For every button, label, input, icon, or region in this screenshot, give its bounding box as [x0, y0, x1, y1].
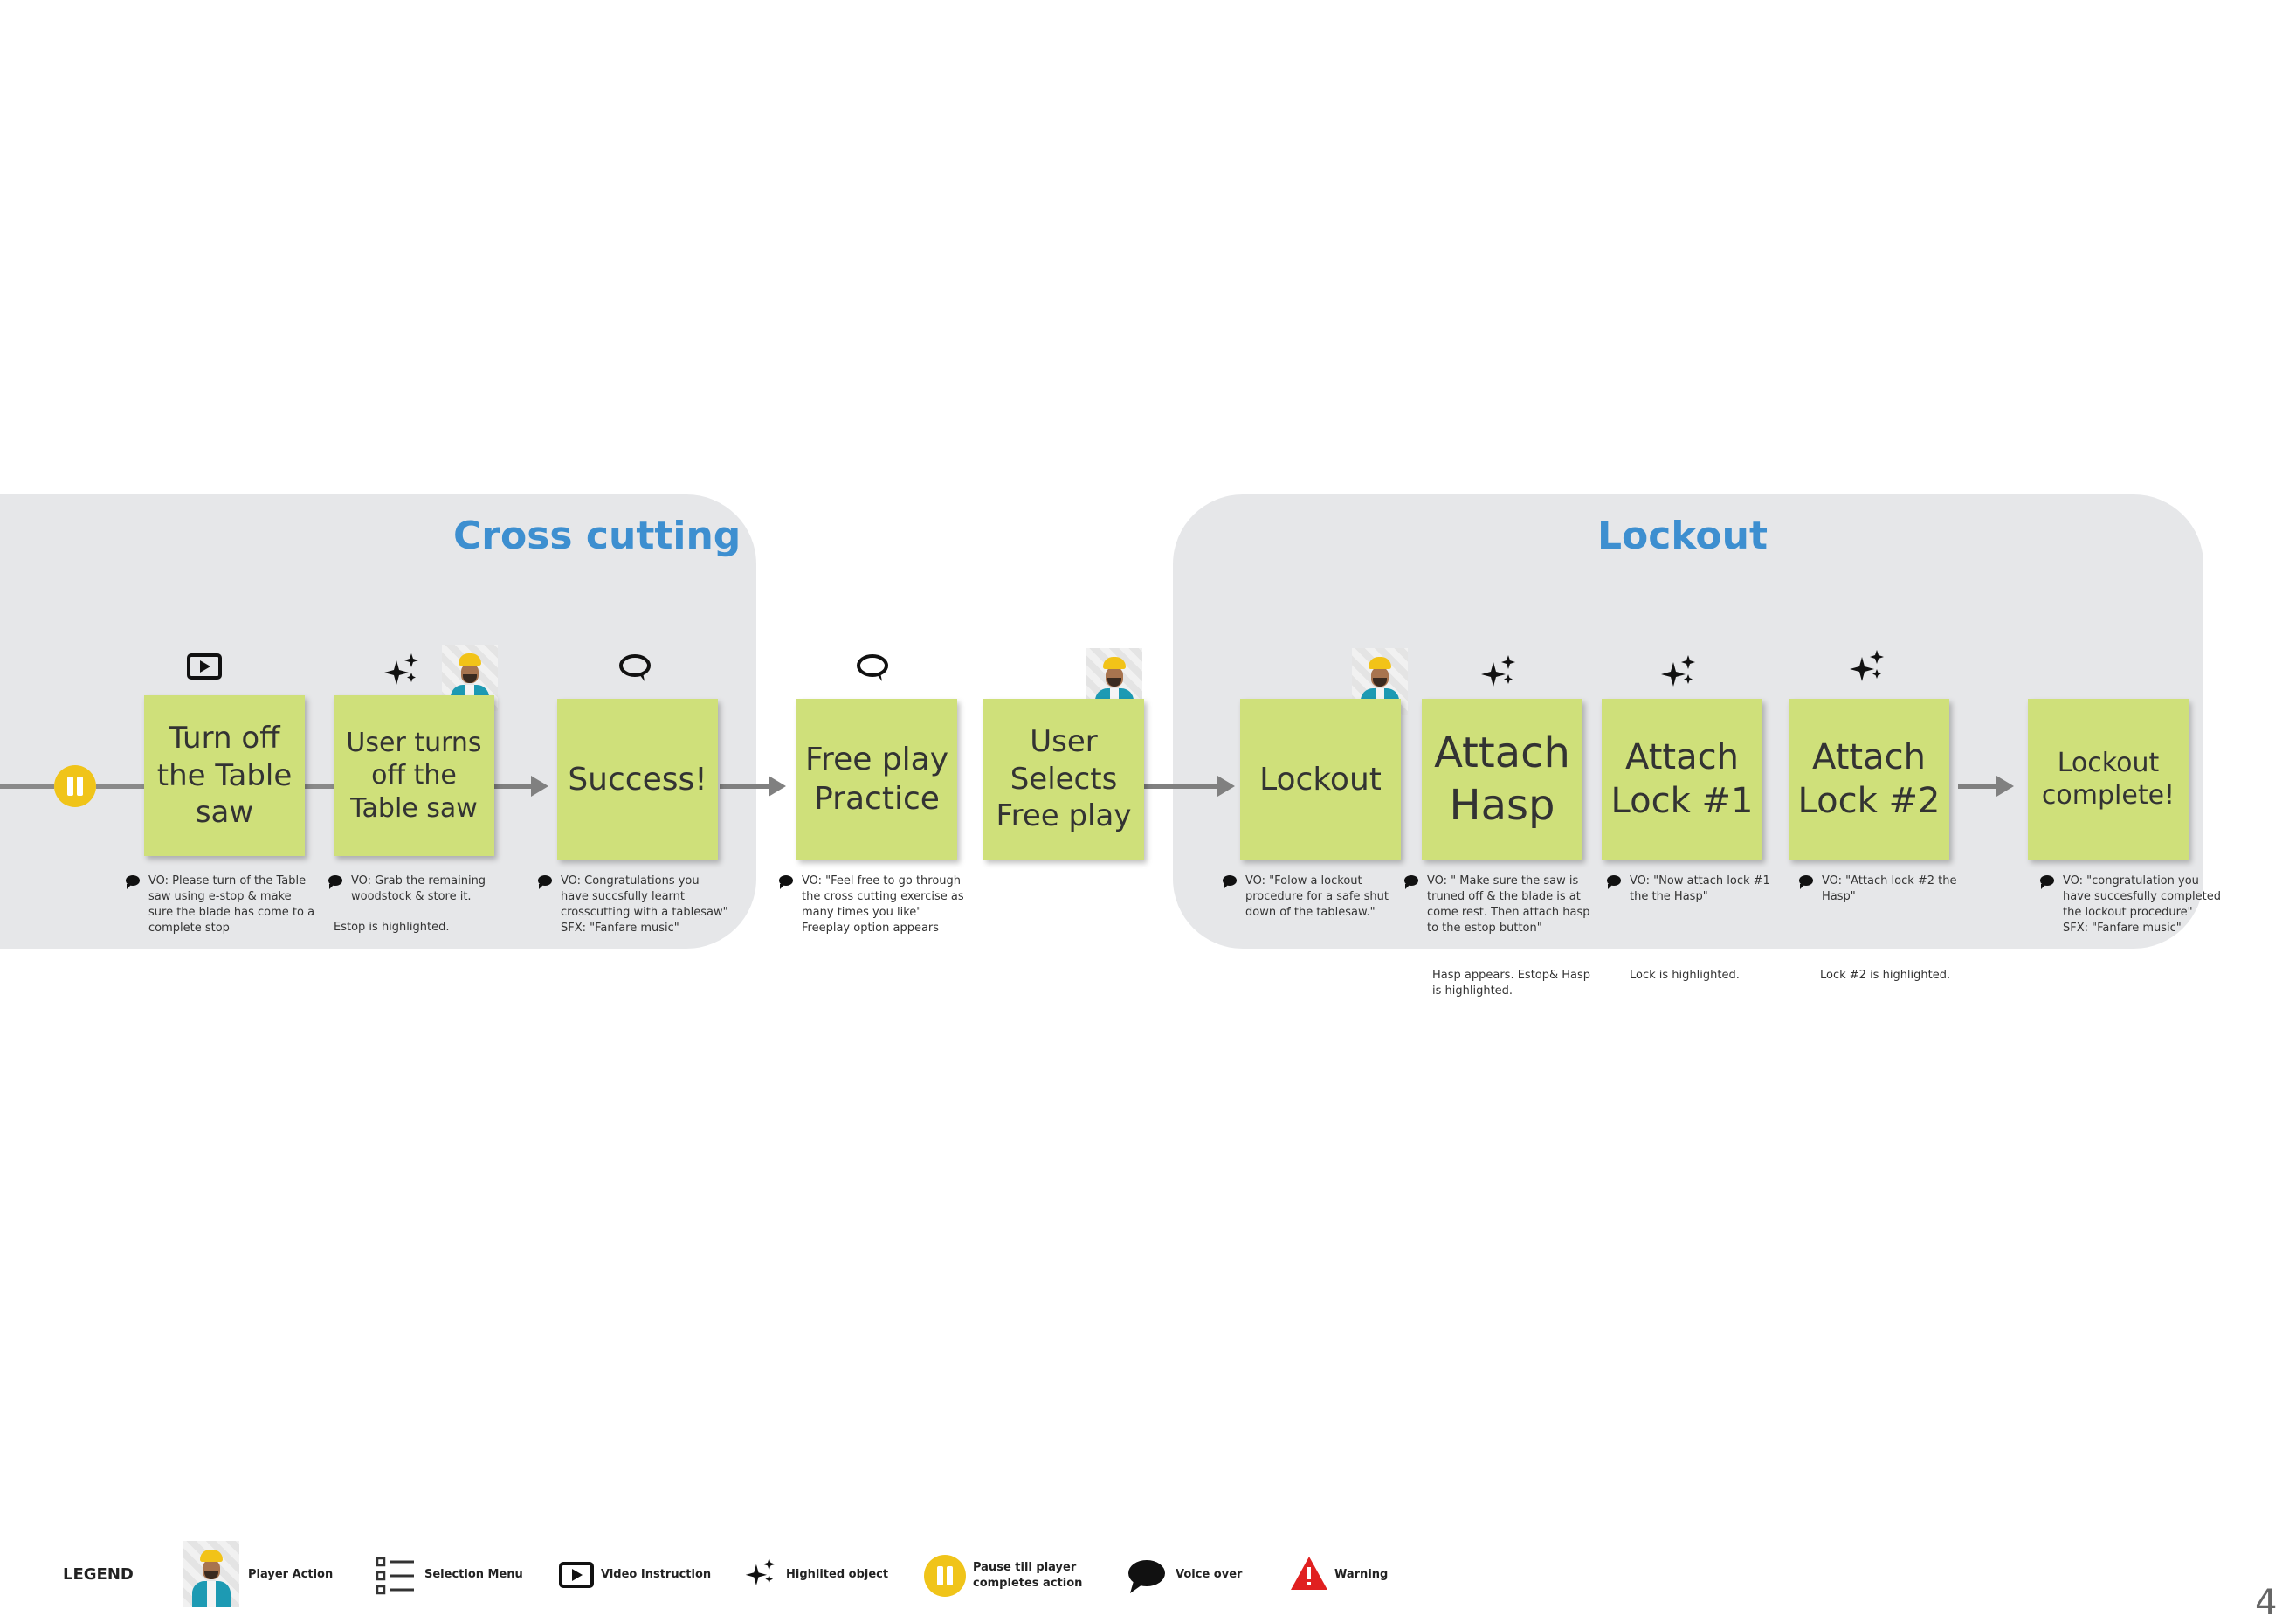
step-user-turns-off-table-saw: User turns off the Table saw [334, 695, 494, 856]
vo-note: VO: Grab the remaining woodstock & store… [328, 874, 486, 905]
legend-label: Voice over [1176, 1568, 1243, 1581]
video-instruction-icon [187, 653, 222, 680]
highlight-note: Lock #2 is highlighted. [1820, 969, 1951, 982]
page-number: 4 [2255, 1583, 2278, 1623]
cross-cutting-title: Cross cutting [453, 514, 741, 558]
step-lockout-complete: Lockout complete! [2028, 699, 2189, 860]
player-action-icon [183, 1541, 239, 1607]
voice-over-icon [328, 875, 342, 889]
step-turn-off-table-saw: Turn off the Table saw [144, 695, 305, 856]
video-instruction-icon [559, 1562, 594, 1588]
legend-label: Selection Menu [424, 1568, 523, 1581]
voice-over-icon [1607, 875, 1621, 889]
legend-label: Video Instruction [601, 1568, 712, 1581]
flow-arrow [720, 776, 786, 797]
step-attach-hasp: Attach Hasp [1422, 699, 1582, 860]
legend-title: LEGEND [63, 1565, 134, 1584]
legend-label: Pause till player completes action [973, 1561, 1083, 1590]
voice-over-icon [1223, 875, 1237, 889]
highlight-note: Hasp appears. Estop& Hasp is highlighted… [1432, 969, 1591, 998]
flow-line [304, 784, 334, 789]
voice-over-icon [538, 875, 552, 889]
highlighted-object-icon [1850, 650, 1884, 681]
step-success: Success! [557, 699, 718, 860]
highlighted-object-icon [1481, 655, 1515, 687]
vo-note: VO: "Attach lock #2 the Hasp" [1799, 874, 1957, 905]
voice-over-icon [126, 875, 140, 889]
lockout-title: Lockout [1597, 514, 1769, 558]
selection-menu-icon [376, 1557, 414, 1595]
pause-icon [924, 1555, 966, 1597]
highlight-note: Lock is highlighted. [1630, 969, 1740, 982]
highlight-note: Estop is highlighted. [334, 921, 450, 934]
voice-over-icon [779, 875, 793, 889]
vo-note: VO: "Folow a lockout procedure for a saf… [1223, 874, 1389, 921]
speech-bubble-icon [857, 654, 888, 681]
flow-line [96, 784, 147, 789]
vo-note: VO: "Feel free to go through the cross c… [779, 874, 964, 936]
legend-label: Warning [1334, 1568, 1389, 1581]
warning-icon [1291, 1557, 1327, 1590]
vo-note: VO: Please turn of the Table saw using e… [126, 874, 314, 936]
step-attach-lock-1: Attach Lock #1 [1602, 699, 1762, 860]
step-user-selects-free-play: User Selects Free play [983, 699, 1144, 860]
highlighted-object-icon [1661, 655, 1695, 687]
step-attach-lock-2: Attach Lock #2 [1789, 699, 1949, 860]
voice-over-icon [1128, 1560, 1165, 1593]
legend-label: Highlited object [786, 1568, 889, 1581]
legend-label: Player Action [248, 1568, 334, 1581]
vo-note: VO: Congratulations you have succsfully … [538, 874, 728, 936]
flow-arrow [491, 776, 548, 797]
speech-bubble-icon [619, 654, 651, 681]
flow-arrow [1144, 776, 1235, 797]
voice-over-icon [1799, 875, 1813, 889]
vo-note: VO: "congratulation you have succesfully… [2040, 874, 2221, 936]
voice-over-icon [2040, 875, 2054, 889]
highlighted-object-icon [384, 653, 418, 685]
step-free-play-practice: Free play Practice [796, 699, 957, 860]
flow-line [0, 784, 54, 789]
step-lockout: Lockout [1240, 699, 1401, 860]
voice-over-icon [1404, 875, 1418, 889]
highlighted-object-icon [745, 1557, 776, 1586]
vo-note: VO: "Now attach lock #1 the the Hasp" [1607, 874, 1770, 905]
flow-arrow [1958, 776, 2014, 797]
vo-note: VO: " Make sure the saw is truned off & … [1404, 874, 1590, 936]
pause-icon [54, 765, 96, 807]
